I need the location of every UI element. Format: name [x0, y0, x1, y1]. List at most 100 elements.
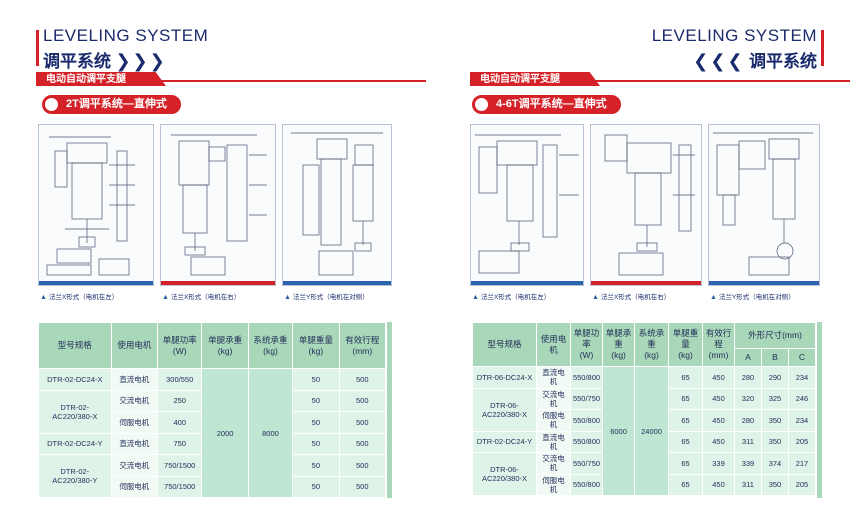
accent-bar	[821, 30, 824, 66]
spec-table-right: 型号规格 使用电机 单腿功率 (W) 单腿承重 (kg) 系统承重 (kg) 单…	[472, 322, 817, 496]
table-cell: DTR-02- AC220/380-X	[38, 389, 112, 434]
table-cell: 750/1500	[157, 475, 203, 498]
table-cell: 550/800	[569, 430, 604, 453]
table-cell: 320	[733, 387, 762, 410]
col-header: 单腿重量 (kg)	[292, 322, 340, 369]
table-side-band	[387, 322, 392, 498]
table-row: 伺服电机 750/1500 50 500	[39, 475, 387, 498]
table-cell: 65	[668, 366, 703, 389]
col-header: 单腿功率 (W)	[569, 322, 604, 367]
table-cell: 400	[157, 411, 203, 434]
system-title-pill: 4-6T调平系统—直伸式	[472, 95, 621, 114]
chevron-right-icon: ❯❯❯	[115, 51, 167, 71]
brand-chinese: 调平系统	[749, 52, 817, 71]
section-rule	[36, 80, 426, 82]
table-cell: 65	[668, 473, 703, 496]
table-cell: 750/1500	[157, 454, 203, 477]
table-cell: 直流电机	[535, 366, 571, 389]
table-cell: DTR-02- AC220/380-Y	[38, 454, 112, 498]
system-load-cell: 24000	[634, 366, 670, 496]
col-header: 有效行程 (mm)	[338, 322, 387, 369]
table-cell: 50	[292, 432, 340, 455]
table-row: DTR-02-DC24-Y 直流电机 750 50 500	[38, 432, 387, 455]
table-row: DTR-02- AC220/380-Y 交流电机 750/1500 50 500	[38, 454, 387, 498]
table-cell: 伺服电机	[110, 411, 159, 434]
table-cell: DTR-02-DC24-X	[38, 368, 112, 391]
drawing-flange-y	[282, 124, 392, 286]
table-cell: 500	[338, 432, 387, 455]
drawing-flange-x-right	[590, 124, 702, 286]
table-cell: 交流电机	[110, 389, 159, 412]
triangle-icon: ▲	[592, 294, 599, 301]
col-header: 使用电机	[110, 322, 159, 369]
brand-block: LEVELING SYSTEM ❮❮❮ 调平系统	[652, 26, 817, 72]
col-header: 单腿重量 (kg)	[668, 322, 703, 367]
chevron-left-icon: ❮❮❮	[693, 51, 745, 71]
table-cell: 65	[668, 452, 703, 475]
col-header: 有效行程 (mm)	[702, 322, 735, 367]
table-cell: 450	[702, 473, 735, 496]
drawing-caption: ▲法兰Y形式（电机在对侧）	[710, 294, 795, 301]
drawing-caption: ▲法兰X形式（电机在左）	[40, 294, 119, 301]
color-stripe	[591, 281, 701, 285]
drawing-flange-y	[708, 124, 820, 286]
col-header: 外形尺寸(mm)	[733, 322, 817, 349]
table-row: 伺服电机 400 50 500	[39, 411, 387, 434]
table-cell: 325	[760, 387, 789, 410]
table-row: DTR-02- AC220/380-X 交流电机 250 50 500	[38, 389, 387, 434]
col-header: 型号规格	[38, 322, 112, 369]
col-header: 单腿功率 (W)	[157, 322, 203, 369]
table-cell: 205	[787, 473, 817, 496]
left-page: LEVELING SYSTEM 调平系统 ❯❯❯ 电动自动调平支腿 2T调平系统…	[36, 26, 426, 498]
technical-drawing-icon	[604, 134, 695, 276]
table-cell: 311	[733, 473, 762, 496]
table-cell: 直流电机	[535, 430, 571, 453]
table-cell: 280	[733, 409, 762, 432]
col-header: 系统承重 (kg)	[634, 322, 670, 367]
table-cell: 450	[702, 366, 735, 389]
system-title: 4-6T调平系统—直伸式	[496, 98, 607, 110]
col-header: 使用电机	[535, 322, 571, 367]
section-rule	[470, 80, 850, 82]
triangle-icon: ▲	[710, 294, 717, 301]
table-cell: 234	[787, 409, 817, 432]
table-cell: DTR-06-DC24-X	[472, 366, 537, 389]
color-stripe	[471, 281, 583, 285]
brand-english: LEVELING SYSTEM	[651, 26, 817, 45]
brand-block: LEVELING SYSTEM 调平系统 ❯❯❯	[43, 26, 208, 72]
table-cell: 伺服电机	[535, 409, 571, 432]
table-cell: 350	[760, 430, 789, 453]
table-cell: 205	[787, 430, 817, 453]
table-cell: 交流电机	[535, 452, 571, 475]
table-cell: 65	[668, 409, 703, 432]
table-cell: 直流电机	[110, 432, 159, 455]
table-cell: 550/800	[569, 409, 604, 432]
table-row: DTR-02-DC24-Y 直流电机 550/800 65 450 311 35…	[472, 430, 817, 453]
col-header: C	[787, 348, 817, 367]
drawing-caption: ▲法兰Y形式（电机在对侧）	[284, 294, 369, 301]
triangle-icon: ▲	[40, 294, 47, 301]
col-header: A	[733, 348, 762, 367]
color-stripe	[709, 281, 819, 285]
table-cell: 217	[787, 452, 817, 475]
table-cell: 280	[733, 366, 762, 389]
table-row: 伺服电机 550/800 65 450 311 350 205	[473, 473, 817, 496]
drawing-flange-x-left	[470, 124, 584, 286]
table-cell: 339	[702, 452, 735, 475]
system-title: 2T调平系统—直伸式	[66, 98, 167, 110]
table-cell: 50	[292, 475, 340, 498]
table-cell: 374	[760, 452, 789, 475]
drawing-caption: ▲法兰X形式（电机在右）	[162, 294, 241, 301]
table-cell: 伺服电机	[110, 475, 159, 498]
table-cell: 550/800	[569, 473, 604, 496]
system-load-cell: 8000	[247, 368, 294, 498]
col-header: 系统承重 (kg)	[247, 322, 294, 369]
table-row: 伺服电机 550/800 65 450 280 350 234	[473, 409, 817, 432]
table-cell: DTR-02-DC24-Y	[38, 432, 112, 455]
table-cell: 500	[338, 389, 387, 412]
col-header: 单腿承重 (kg)	[201, 322, 249, 369]
table-cell: 550/800	[569, 366, 604, 389]
technical-drawing-icon	[475, 134, 579, 274]
table-cell: 246	[787, 387, 817, 410]
table-cell: 290	[760, 366, 789, 389]
